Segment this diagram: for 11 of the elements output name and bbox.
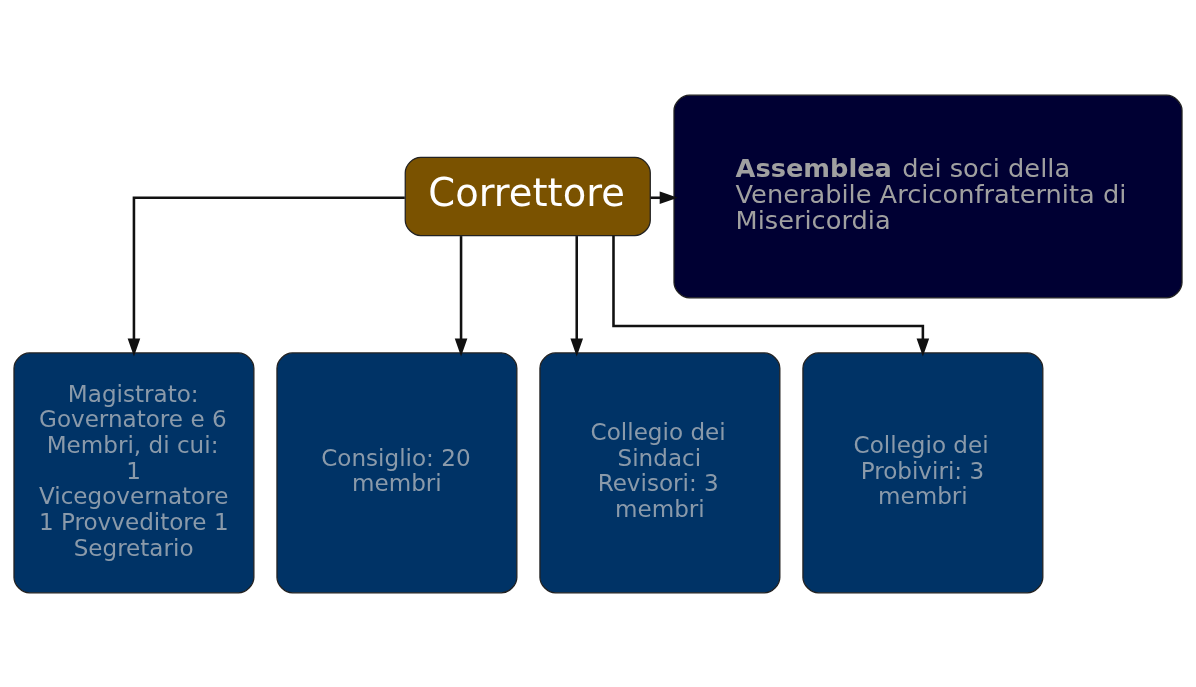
arrow [570, 235, 584, 356]
node-box: Collegio dei Sindaci Revisori: 3 membri [539, 351, 781, 593]
arrow [650, 190, 678, 204]
node-box: Consiglio: 20 membri [276, 351, 518, 593]
node-box: Correttore [404, 156, 651, 236]
arrow [127, 195, 405, 356]
arrow [612, 235, 930, 357]
arrow [454, 235, 468, 356]
node-box: Magistrato: Governatore e 6 Membri, di cui: 1 Vicegovernatore 1 Provveditore 1 Segretario [13, 351, 255, 593]
node-box: Assemblea dei soci della Venerabile Arciconfraternita di Misericordia [673, 94, 1183, 298]
node-box: Collegio dei Probiviri: 3 membri [802, 351, 1044, 593]
